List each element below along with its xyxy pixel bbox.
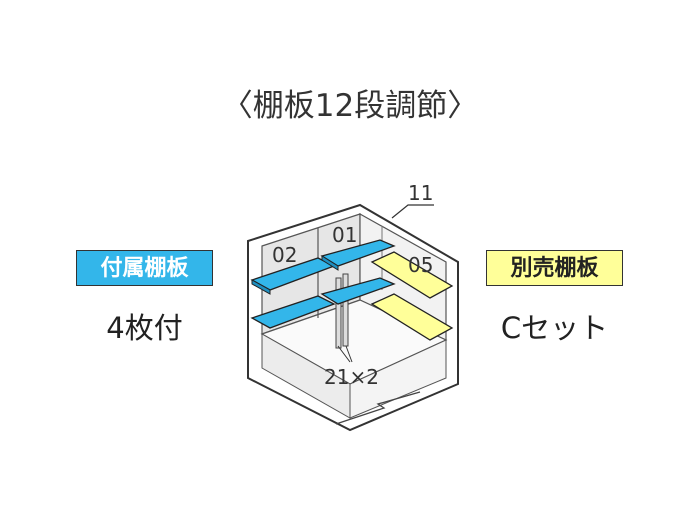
pillar-21-a xyxy=(335,277,342,349)
pillar-21-b xyxy=(342,273,349,347)
shelf-blue-01-edge xyxy=(321,255,339,271)
callout-05: 05 xyxy=(408,253,433,277)
callout-21-leader-b xyxy=(345,345,353,363)
callout-21-leader-a xyxy=(337,345,351,363)
callout-11: 11 xyxy=(408,181,433,205)
optional-shelf-tag: 別売棚板 xyxy=(486,250,623,286)
included-shelf-count: 4枚付 xyxy=(106,311,183,345)
shelf-blue-02-edge xyxy=(251,279,271,295)
shelf-blue-lower-left xyxy=(250,295,336,329)
callout-11-leader xyxy=(391,204,434,219)
door-step xyxy=(335,391,421,425)
shelf-yellow-05-top xyxy=(370,251,454,299)
shelf-yellow-lower xyxy=(370,293,454,341)
callout-01: 01 xyxy=(332,223,357,247)
shelf-blue-lower-right xyxy=(320,277,396,305)
included-shelf-tag: 付属棚板 xyxy=(76,250,213,286)
callout-02: 02 xyxy=(272,243,297,267)
page-title: 〈棚板12段調節〉 xyxy=(221,88,479,124)
optional-shelf-set: Cセット xyxy=(500,311,609,345)
callout-21x2: 21×2 xyxy=(324,365,379,389)
